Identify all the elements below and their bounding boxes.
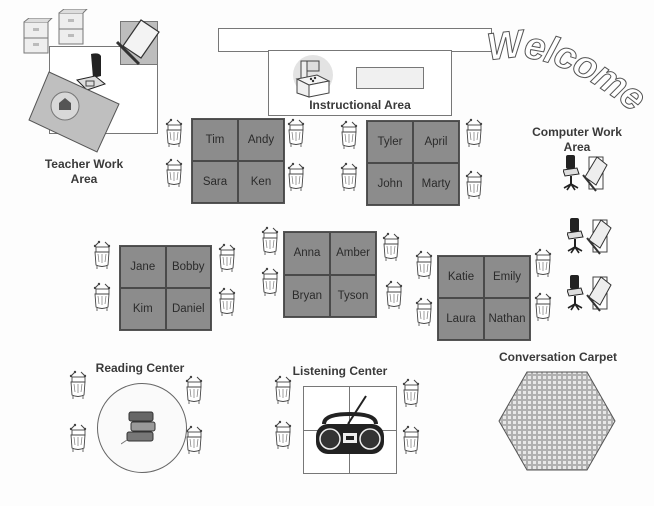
student-chair-icon (534, 292, 552, 322)
computer-station[interactable] (567, 275, 615, 315)
carpet-label: Conversation Carpet (498, 350, 618, 364)
student-seat[interactable]: Laura (438, 298, 484, 340)
student-seat[interactable]: Ken (238, 161, 284, 203)
student-chair-icon (340, 120, 358, 150)
overhead-projector-icon (293, 55, 333, 98)
student-chair-icon (534, 248, 552, 278)
boombox-icon (316, 395, 384, 454)
student-group-1: Tim Andy Sara Ken (191, 118, 285, 204)
student-seat[interactable]: Bryan (284, 274, 330, 317)
student-seat[interactable]: Andy (238, 119, 284, 161)
student-chair-icon (415, 297, 433, 327)
student-chair-icon (287, 162, 305, 192)
student-group-2: Tyler April John Marty (366, 120, 460, 206)
student-seat[interactable]: Daniel (165, 288, 211, 330)
student-chair-icon (340, 162, 358, 192)
student-chair-icon (165, 158, 183, 188)
student-seat[interactable]: Nathan (484, 298, 530, 340)
student-seat[interactable]: Jane (120, 246, 166, 288)
conversation-carpet (498, 371, 616, 471)
student-seat[interactable]: Bobby (165, 246, 211, 288)
student-chair-icon (415, 250, 433, 280)
student-seat[interactable]: John (367, 163, 413, 205)
student-chair-icon (261, 226, 279, 256)
instructional-screen (356, 67, 424, 89)
filing-cabinet-icon (58, 9, 88, 45)
whiteboard (218, 28, 492, 52)
computer-station[interactable] (563, 155, 611, 195)
student-seat[interactable]: April (413, 121, 459, 163)
books-icon (121, 411, 156, 445)
student-seat[interactable]: Marty (413, 163, 459, 205)
teacher-area-label: Teacher Work Area (44, 157, 124, 186)
student-chair-icon (385, 280, 403, 310)
desk-chair-icon (76, 53, 107, 91)
laptop-icon (115, 19, 160, 66)
student-chair-icon (274, 375, 292, 405)
student-seat[interactable]: Tim (192, 119, 238, 161)
student-seat[interactable]: Anna (284, 232, 330, 275)
welcome-text: Welcome (485, 22, 645, 120)
student-group-5: Katie Emily Laura Nathan (437, 255, 531, 341)
student-chair-icon (287, 118, 305, 148)
student-seat[interactable]: Emily (484, 256, 530, 298)
teacher-desk (28, 71, 120, 153)
student-seat[interactable]: Katie (438, 256, 484, 298)
student-seat[interactable]: Sara (192, 161, 238, 203)
student-chair-icon (218, 243, 236, 273)
student-chair-icon (465, 170, 483, 200)
student-chair-icon (382, 232, 400, 262)
svg-text:Welcome: Welcome (485, 23, 645, 120)
instructional-area: Instructional Area (268, 50, 452, 116)
teacher-work-area: Teacher Work Area (0, 0, 170, 200)
student-seat[interactable]: Tyson (330, 274, 376, 317)
student-chair-icon (93, 240, 111, 270)
instructional-area-label: Instructional Area (309, 98, 411, 112)
student-chair-icon (274, 420, 292, 450)
student-chair-icon (165, 118, 183, 148)
student-seat[interactable]: Amber (330, 232, 376, 275)
student-chair-icon (402, 425, 420, 455)
student-chair-icon (465, 118, 483, 148)
student-chair-icon (93, 282, 111, 312)
filing-cabinet-icon (23, 18, 53, 54)
student-chair-icon (402, 378, 420, 408)
student-chair-icon (218, 287, 236, 317)
listening-center-label: Listening Center (292, 364, 388, 378)
student-seat[interactable]: Kim (120, 288, 166, 330)
computer-station[interactable] (567, 218, 615, 258)
student-seat[interactable]: Tyler (367, 121, 413, 163)
student-group-3: Jane Bobby Kim Daniel (119, 245, 212, 331)
student-chair-icon (185, 375, 203, 405)
computer-area-label: Computer Work Area (532, 125, 622, 154)
welcome-sign: Welcome (485, 22, 645, 120)
student-group-4: Anna Amber Bryan Tyson (283, 231, 377, 318)
reading-center-label: Reading Center (95, 361, 185, 375)
student-chair-icon (261, 267, 279, 297)
student-chair-icon (69, 423, 87, 453)
